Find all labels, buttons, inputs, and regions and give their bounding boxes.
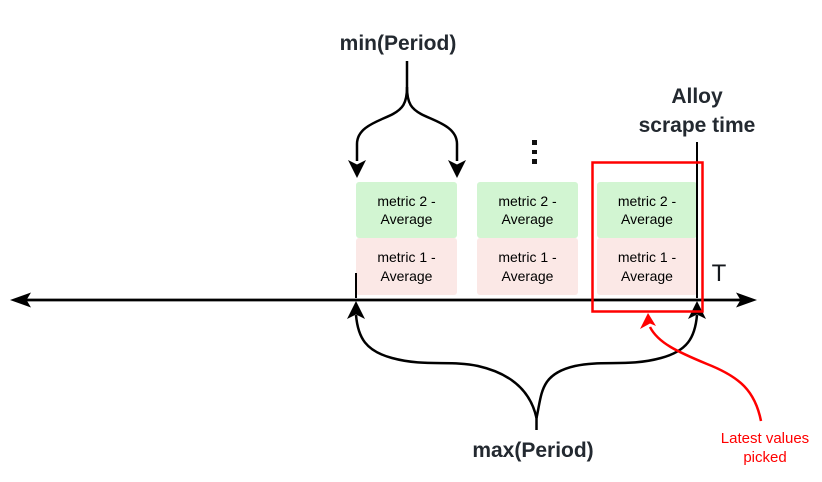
- max-period-brace-left-arm: [354, 314, 538, 419]
- metric2-average-box: metric 2 - Average: [597, 182, 697, 238]
- max-period-brace-right-arm: [535, 314, 699, 419]
- min-period-left-arrowhead: [348, 160, 366, 178]
- min-period-right-arrowhead: [448, 160, 466, 178]
- max-period-label: max(Period): [472, 439, 594, 462]
- axis-left-arrowhead: [10, 292, 31, 308]
- min-period-label: min(Period): [339, 32, 457, 55]
- latest-values-arrowhead: [640, 313, 656, 329]
- axis-t-label: T: [711, 260, 727, 287]
- min-period-brace-left-arm: [355, 86, 409, 161]
- metric1-average-box: metric 1 - Average: [356, 238, 457, 295]
- alloy-scrape-time-label: Alloy scrape time: [638, 85, 756, 137]
- metric2-average-box: metric 2 - Average: [477, 182, 578, 238]
- vertical-ellipsis-icon: [532, 140, 537, 164]
- ellipsis-dot: [532, 159, 537, 164]
- min-period-brace-right-arm: [405, 86, 459, 161]
- metric1-average-box: metric 1 - Average: [477, 238, 578, 295]
- latest-values-picked-label: Latest values picked: [720, 430, 810, 466]
- ellipsis-dot: [532, 149, 537, 154]
- max-period-left-arrowhead: [347, 301, 365, 319]
- latest-values-arrow: [648, 326, 763, 422]
- max-period-right-arrowhead: [688, 301, 706, 319]
- axis-right-arrowhead: [736, 292, 757, 308]
- metric2-average-box: metric 2 - Average: [356, 182, 457, 238]
- metric1-average-box: metric 1 - Average: [597, 238, 697, 295]
- ellipsis-dot: [532, 140, 537, 145]
